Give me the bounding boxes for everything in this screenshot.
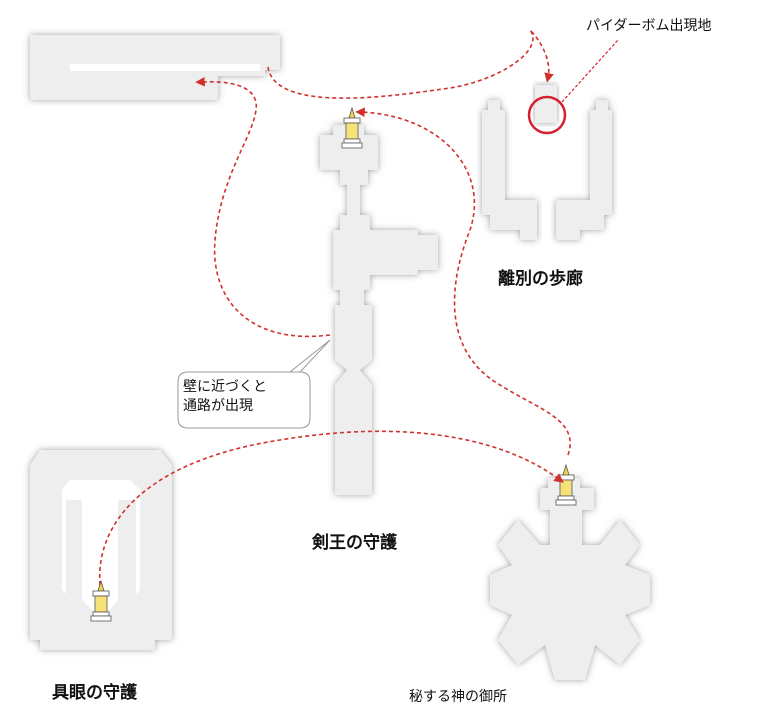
lantern-marker-icon: [341, 106, 363, 149]
callout-line-2: 通路が出現: [183, 398, 253, 414]
room-all-seeing: [30, 450, 172, 650]
lantern-marker-icon: [555, 463, 577, 506]
route-sword-to-top-left: [195, 76, 331, 338]
room-sword-king: [320, 125, 438, 495]
spawn-label: パイダーボム出現地: [586, 18, 712, 34]
route-all-seeing-to-secret: [98, 430, 564, 586]
lantern-marker-icon: [90, 579, 112, 622]
label-sword-king: 剣王の守護: [312, 533, 397, 553]
route-secret-to-sword: [355, 107, 571, 456]
spawn-leader-line: [561, 39, 619, 103]
room-top-left-corridor: [30, 35, 280, 100]
room-parting-corridor: [482, 85, 612, 240]
label-parting-corridor: 離別の歩廊: [498, 269, 583, 289]
label-all-seeing: 具眼の守護: [52, 683, 137, 703]
route-top-to-spawn: [267, 29, 554, 99]
room-secret-god: [490, 478, 650, 680]
callout-bubble: [177, 339, 331, 429]
spawn-circle-icon: [527, 95, 567, 135]
callout-text: 壁に近づくと 通路が出現: [183, 378, 267, 416]
label-secret-god: 秘する神の御所: [409, 689, 507, 705]
callout-line-1: 壁に近づくと: [183, 379, 267, 395]
